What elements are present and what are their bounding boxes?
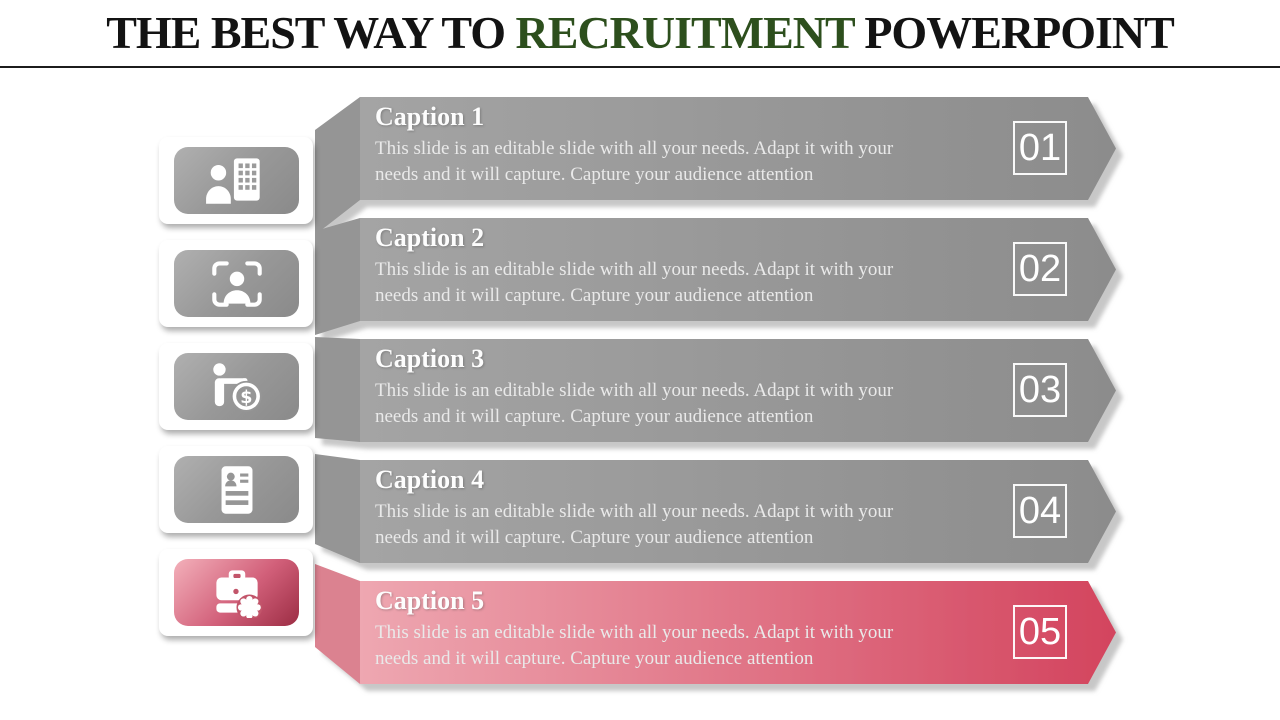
title-part-2: POWERPOINT bbox=[864, 7, 1174, 58]
description-line-1: This slide is an editable slide with all… bbox=[375, 259, 894, 280]
icon-frame-4 bbox=[159, 446, 313, 533]
description-line-1: This slide is an editable slide with all… bbox=[375, 622, 894, 643]
number-badge: 05 bbox=[1013, 605, 1067, 659]
description-line-2: needs and it will capture. Capture your … bbox=[375, 647, 814, 669]
ribbon-3 bbox=[315, 337, 1116, 442]
description-line-1: This slide is an editable slide with all… bbox=[375, 501, 894, 522]
person-building-icon bbox=[174, 147, 299, 214]
page-title: THE BEST WAY TO RECRUITMENT POWERPOINT bbox=[0, 4, 1280, 62]
salary-presentation-icon: $ bbox=[174, 353, 299, 420]
icon-frame-3: $ bbox=[159, 343, 313, 430]
caption-description: This slide is an editable slide with all… bbox=[375, 620, 1015, 671]
description-line-1: This slide is an editable slide with all… bbox=[375, 138, 894, 159]
ribbon-5 bbox=[315, 564, 1116, 684]
caption-description: This slide is an editable slide with all… bbox=[375, 257, 1015, 308]
caption-description: This slide is an editable slide with all… bbox=[375, 378, 1015, 429]
number-badge: 01 bbox=[1013, 121, 1067, 175]
person-focus-icon bbox=[174, 250, 299, 317]
caption-description: This slide is an editable slide with all… bbox=[375, 136, 1015, 187]
caption-title: Caption 5 bbox=[375, 586, 485, 615]
title-highlight: RECRUITMENT bbox=[515, 7, 855, 58]
description-line-1: This slide is an editable slide with all… bbox=[375, 380, 894, 401]
caption-title: Caption 1 bbox=[375, 102, 485, 131]
briefcase-badge-icon bbox=[174, 559, 299, 626]
caption-title: Caption 2 bbox=[375, 223, 485, 252]
description-line-2: needs and it will capture. Capture your … bbox=[375, 526, 814, 548]
caption-description: This slide is an editable slide with all… bbox=[375, 499, 1015, 550]
caption-title: Caption 3 bbox=[375, 344, 485, 373]
number-badge: 02 bbox=[1013, 242, 1067, 296]
title-part-1: THE BEST WAY TO bbox=[106, 7, 506, 58]
description-line-2: needs and it will capture. Capture your … bbox=[375, 284, 814, 306]
ribbon-2 bbox=[315, 218, 1116, 335]
icon-frame-5 bbox=[159, 549, 313, 636]
title-divider bbox=[0, 66, 1280, 68]
resume-icon bbox=[174, 456, 299, 523]
number-badge: 04 bbox=[1013, 484, 1067, 538]
description-line-2: needs and it will capture. Capture your … bbox=[375, 163, 814, 185]
caption-title: Caption 4 bbox=[375, 465, 485, 494]
ribbon-1 bbox=[315, 97, 1116, 235]
svg-text:$: $ bbox=[240, 387, 252, 407]
ribbon-4 bbox=[315, 454, 1116, 563]
number-badge: 03 bbox=[1013, 363, 1067, 417]
icon-frame-1 bbox=[159, 137, 313, 224]
icon-frame-2 bbox=[159, 240, 313, 327]
description-line-2: needs and it will capture. Capture your … bbox=[375, 405, 814, 427]
